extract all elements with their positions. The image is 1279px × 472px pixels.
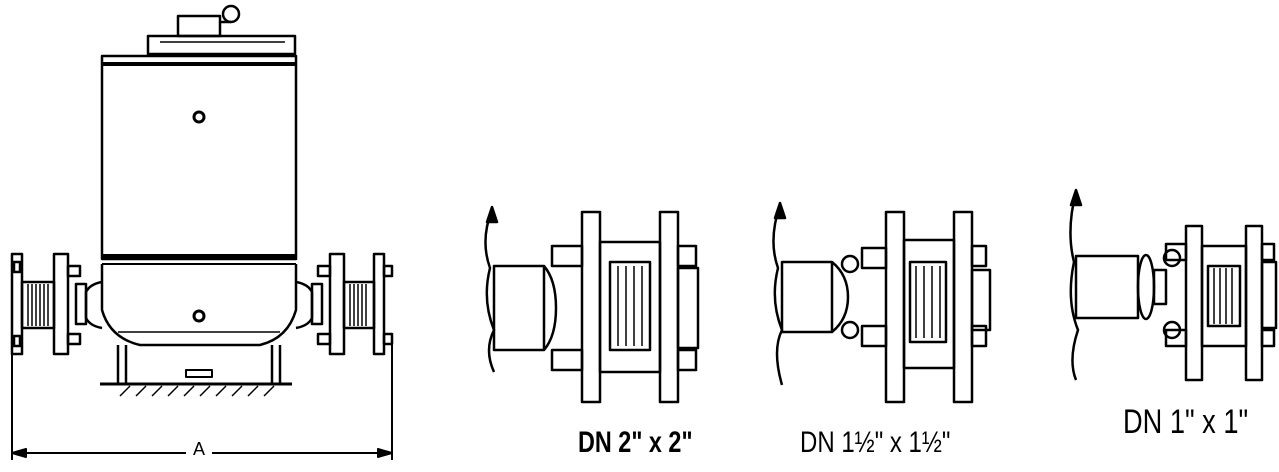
variant-label-dn1: DN 1" x 1"	[1123, 403, 1249, 441]
tank-assembly	[100, 4, 298, 397]
dimension-label-a: A	[193, 439, 206, 459]
right-connection	[295, 252, 394, 356]
left-connection	[10, 252, 103, 356]
detail-dn2	[484, 205, 700, 404]
dimension-a	[11, 330, 393, 460]
detail-dn1	[1069, 188, 1278, 382]
detail-dn15	[772, 201, 992, 404]
variant-label-dn2: DN 2" x 2"	[578, 426, 693, 459]
variant-label-dn15: DN 1½" x 1½"	[800, 426, 951, 459]
